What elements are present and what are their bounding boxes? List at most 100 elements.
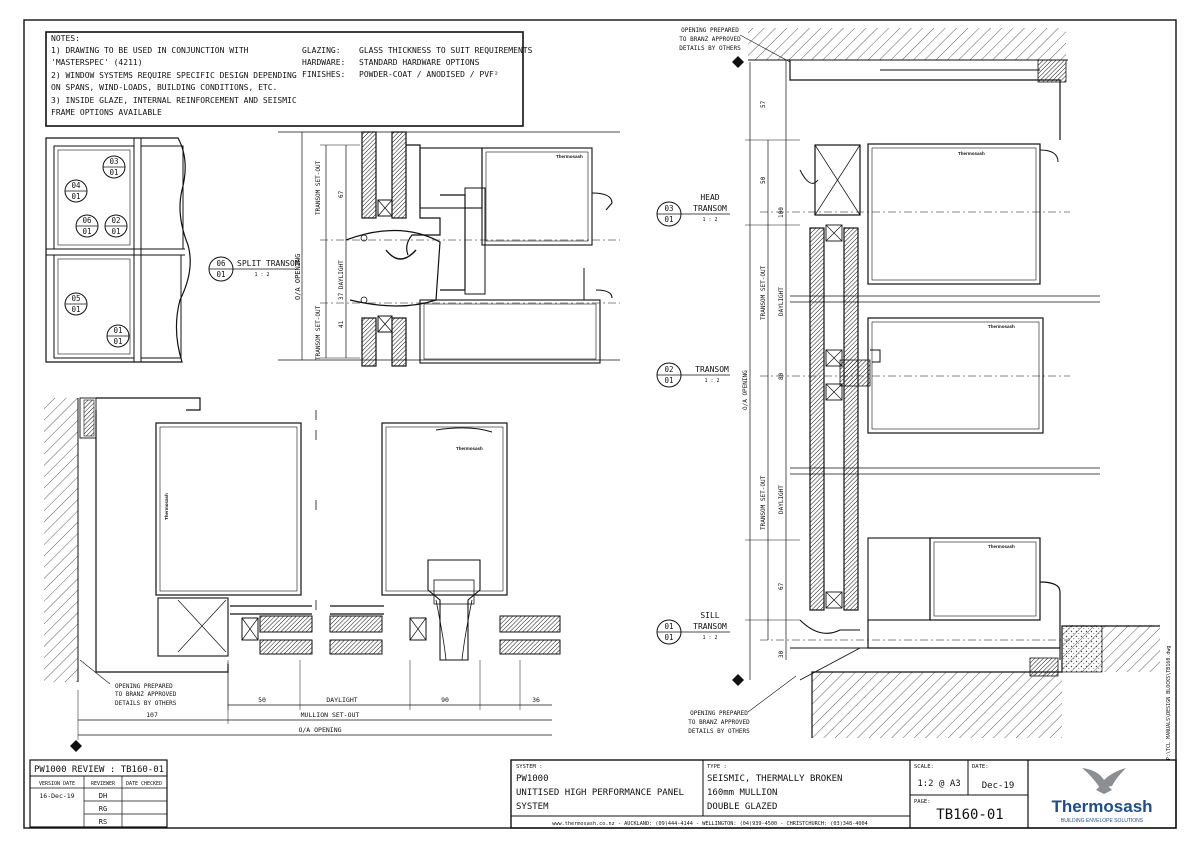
spec-value: POWDER-COAT / ANODISED / PVF²	[359, 70, 499, 79]
plan-dim-36: 36	[532, 696, 540, 704]
spec-value: GLASS THICKNESS TO SUIT REQUIREMENTS	[359, 46, 533, 55]
col-reviewer: REVIEWER	[91, 781, 116, 787]
section-daylight-upper: DAYLIGHT	[778, 287, 785, 316]
split-transom-label: 06 01 SPLIT TRANSOM 1 : 2	[208, 256, 300, 282]
svg-text:SPLIT TRANSOM: SPLIT TRANSOM	[237, 259, 300, 268]
title-block	[510, 759, 1177, 829]
section-detail	[732, 28, 1160, 738]
system-line: UNITISED HIGH PERFORMANCE PANEL	[516, 788, 684, 798]
section-dim-100: 100	[778, 207, 785, 218]
section-setout-lower: TRANSOM SET-OUT	[760, 475, 767, 530]
svg-text:1 : 2: 1 : 2	[704, 378, 719, 384]
brand-mark-small: Thermosash	[988, 324, 1015, 329]
plan-dim-daylight: DAYLIGHT	[326, 696, 357, 704]
section-dim-80: 80	[778, 372, 785, 380]
date-value: Dec-19	[982, 781, 1015, 791]
bubble-01-01: 01 01	[106, 324, 130, 348]
svg-text:01: 01	[664, 633, 673, 642]
svg-text:HEAD: HEAD	[700, 193, 719, 202]
spec-key: FINISHES:	[302, 70, 345, 79]
section-daylight-lower: DAYLIGHT	[778, 485, 785, 514]
plan-mullion-setout: MULLION SET-OUT	[301, 711, 360, 719]
svg-text:06: 06	[82, 216, 92, 225]
svg-text:TRANSOM: TRANSOM	[693, 622, 727, 631]
svg-text:04: 04	[71, 181, 81, 190]
svg-text:03: 03	[664, 204, 673, 213]
brand-logo: Thermosash BUILDING ENVELOPE SOLUTIONS	[1051, 768, 1153, 824]
bubble-04-01: 04 01	[64, 179, 88, 203]
note-line: 2) WINDOW SYSTEMS REQUIRE SPECIFIC DESIG…	[51, 71, 297, 80]
svg-text:01: 01	[109, 168, 118, 177]
page-label: PAGE:	[914, 799, 931, 805]
svg-text:03: 03	[109, 157, 118, 166]
svg-text:TO BRANZ APPROVED: TO BRANZ APPROVED	[115, 691, 177, 698]
svg-text:02: 02	[111, 216, 120, 225]
plan-oa-opening: O/A OPENING	[298, 726, 341, 734]
section-dim-30: 30	[778, 650, 785, 658]
plan-detail	[44, 397, 561, 752]
note-line: ON SPANS, WIND-LOADS, BUILDING CONDITION…	[51, 83, 277, 92]
reviewer-rg: RG	[99, 805, 107, 813]
col-version-date: VERSION DATE	[39, 781, 75, 787]
sill-transom-label: 01 01 SILL TRANSOM 1 : 2	[656, 611, 730, 645]
split-setout-upper: TRANSOM SET-OUT	[315, 160, 322, 215]
notes-heading: NOTES:	[51, 34, 80, 43]
svg-text:TO BRANZ APPROVED: TO BRANZ APPROVED	[688, 719, 750, 726]
bubble-02-01: 02 01	[104, 214, 128, 238]
spec-value: STANDARD HARDWARE OPTIONS	[359, 58, 480, 67]
bubble-03-01: 03 01	[102, 155, 126, 179]
system-line: PW1000	[516, 774, 549, 784]
section-dim-67: 67	[778, 582, 785, 590]
svg-text:02: 02	[664, 365, 673, 374]
spec-key: GLAZING:	[302, 46, 341, 55]
plan-dim-50: 50	[258, 696, 266, 704]
brand-mark-small: Thermosash	[988, 544, 1015, 549]
svg-text:1 : 2: 1 : 2	[702, 217, 717, 223]
opening-note-top: OPENING PREPARED TO BRANZ APPROVED DETAI…	[679, 27, 791, 63]
svg-text:TRANSOM: TRANSOM	[693, 204, 727, 213]
type-label: TYPE :	[707, 764, 727, 770]
svg-text:01: 01	[664, 622, 673, 631]
type-line: DOUBLE GLAZED	[707, 802, 777, 812]
brand-mark-small: Thermosash	[164, 493, 169, 520]
review-table	[29, 759, 168, 828]
system-line: SYSTEM	[516, 802, 549, 812]
page-value: TB160-01	[936, 807, 1003, 823]
review-title: PW1000 REVIEW : TB160-01	[34, 765, 164, 775]
spec-key: HARDWARE:	[302, 58, 345, 67]
brand-tagline: BUILDING ENVELOPE SOLUTIONS	[1061, 818, 1144, 824]
bird-logo-icon	[1082, 768, 1126, 794]
version-date: 16-Dec-19	[39, 792, 74, 800]
svg-text:1 : 2: 1 : 2	[702, 635, 717, 641]
svg-text:05: 05	[71, 294, 80, 303]
contact-line: www.thermosash.co.nz - AUCKLAND: (09)444…	[552, 821, 867, 827]
svg-text:SILL: SILL	[700, 611, 719, 620]
split-dim-41: 41	[338, 320, 345, 328]
split-transom-detail	[278, 131, 620, 367]
bubble-05-01: 05 01	[64, 292, 88, 316]
svg-text:DETAILS BY OTHERS: DETAILS BY OTHERS	[679, 45, 741, 52]
key-plan	[45, 137, 191, 363]
section-dim-50: 50	[760, 176, 767, 184]
svg-text:OPENING PREPARED: OPENING PREPARED	[115, 683, 173, 690]
brand-mark-small: Thermosash	[556, 154, 583, 159]
scale-label: SCALE:	[914, 764, 934, 770]
key-plan-bubbles: 03 01 04 01 06 01 02 01 05 01 01 01	[64, 155, 130, 348]
head-transom-label: 03 01 HEAD TRANSOM 1 : 2	[656, 193, 730, 227]
note-line: 1) DRAWING TO BE USED IN CONJUNCTION WIT…	[51, 46, 249, 55]
note-line: FRAME OPTIONS AVAILABLE	[51, 108, 162, 117]
date-label: DATE:	[972, 764, 989, 770]
opening-note-left: OPENING PREPARED TO BRANZ APPROVED DETAI…	[79, 659, 177, 707]
svg-text:OPENING PREPARED: OPENING PREPARED	[681, 27, 739, 34]
plan-dim-107: 107	[146, 711, 158, 719]
split-dim-67: 67	[338, 190, 345, 198]
svg-text:01: 01	[113, 326, 122, 335]
system-label: SYSTEM :	[516, 764, 543, 770]
svg-text:01: 01	[113, 337, 122, 346]
split-oa-opening-label: O/A OPENING	[294, 254, 302, 300]
svg-text:TRANSOM: TRANSOM	[695, 365, 729, 374]
svg-text:01: 01	[111, 227, 120, 236]
reviewer-rs: RS	[99, 818, 107, 826]
svg-text:DETAILS BY OTHERS: DETAILS BY OTHERS	[688, 728, 750, 735]
brand-name: Thermosash	[1051, 797, 1152, 816]
